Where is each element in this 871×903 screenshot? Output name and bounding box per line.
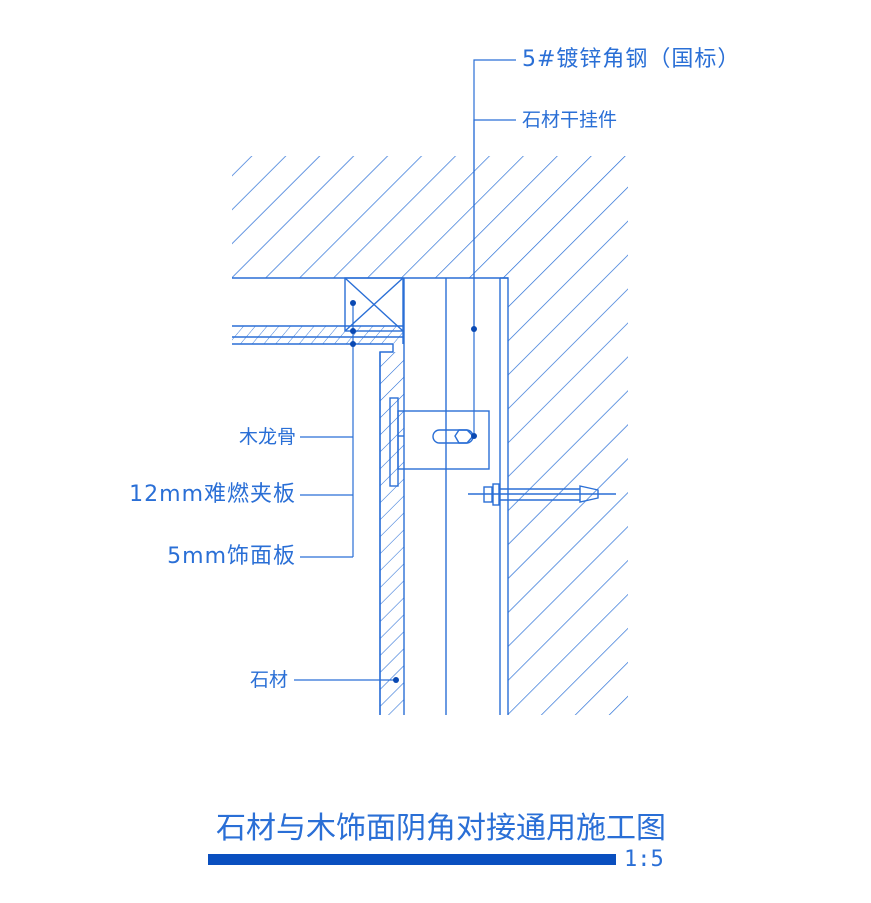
label-stone: 石材 — [250, 669, 288, 691]
label-finish-board: 5mm饰面板 — [167, 544, 296, 569]
label-angle-steel: 5#镀锌角钢（国标） — [522, 47, 740, 72]
title-bar — [208, 854, 616, 865]
stone-dot — [393, 677, 399, 683]
stone-slab — [379, 278, 405, 715]
angle-steel — [445, 277, 508, 715]
label-fire-board: 12mm难燃夹板 — [129, 482, 296, 507]
leaders — [294, 59, 516, 683]
label-stone-hanger: 石材干挂件 — [522, 109, 617, 131]
stone-hanger-dot — [471, 326, 477, 332]
finish-board-dot — [350, 341, 356, 347]
wood-keel — [344, 277, 404, 332]
wood-keel-dot — [350, 300, 356, 306]
angle-steel-dot — [471, 433, 477, 439]
label-wood-keel: 木龙骨 — [239, 426, 296, 448]
drawing-title: 石材与木饰面阴角对接通用施工图 — [216, 811, 666, 846]
expansion-bolt — [468, 483, 616, 506]
horizontal-boards — [232, 325, 404, 715]
scale-label: 1:5 — [624, 847, 664, 872]
fire-board-dot — [350, 328, 356, 334]
